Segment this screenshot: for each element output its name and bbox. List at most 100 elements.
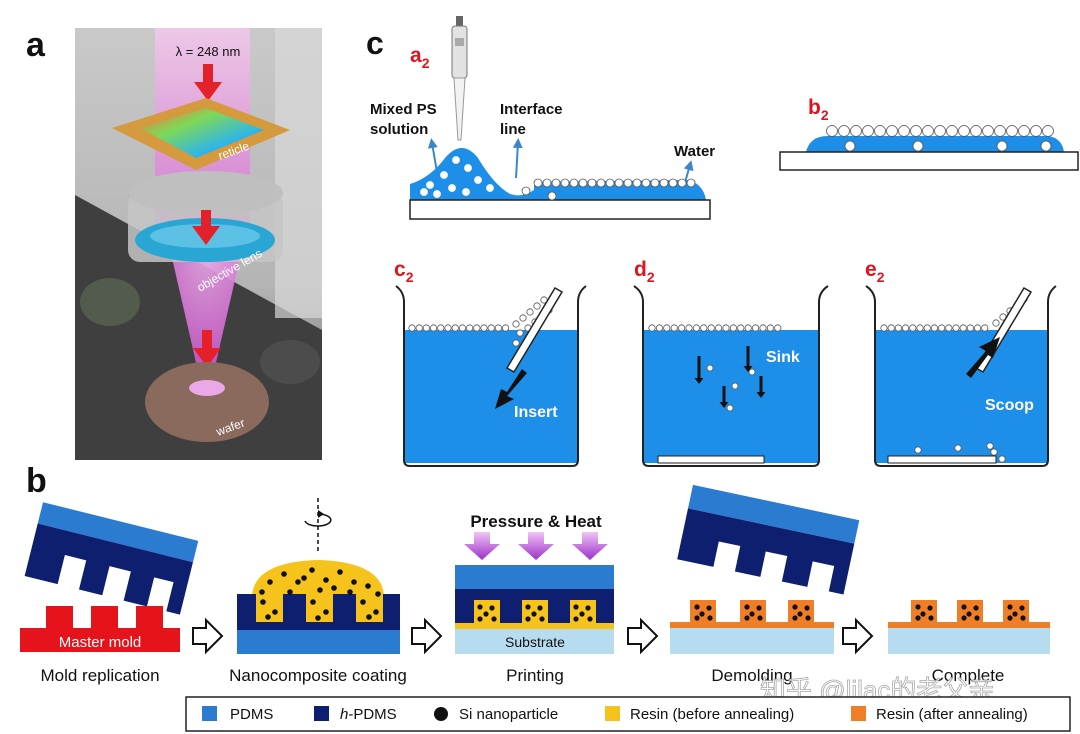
subpanel-a2: a2 Mixed PS solution Interface line Wate… xyxy=(370,16,715,220)
step-printing: Pressure & Heat Substrate Printing xyxy=(455,512,614,685)
line-label: line xyxy=(500,121,526,138)
ps-particle xyxy=(458,324,466,332)
ps-particle xyxy=(737,324,745,332)
ps-particle xyxy=(686,178,696,188)
ps-particle xyxy=(748,368,756,376)
process-arrow-1-icon xyxy=(192,617,224,655)
ps-particle xyxy=(429,324,438,332)
ps-particle xyxy=(451,324,459,332)
ps-particle xyxy=(994,125,1006,137)
ps-particle xyxy=(415,324,423,332)
ps-particle xyxy=(722,324,730,332)
ps-particle xyxy=(909,324,917,332)
complete-substrate xyxy=(888,628,1050,654)
b2-particles xyxy=(826,125,1054,152)
ps-particle xyxy=(973,324,982,332)
scoop-arrow-icon xyxy=(966,337,1000,378)
ps-particle xyxy=(744,324,752,332)
ps-particle xyxy=(826,125,838,137)
red-arrow-2-icon xyxy=(192,210,220,245)
a2-particles xyxy=(420,156,696,201)
si-nanoparticle xyxy=(757,615,763,621)
legend-label-si: Si nanoparticle xyxy=(459,706,558,723)
step-label-1: Mold replication xyxy=(40,666,159,685)
ps-particle xyxy=(437,324,445,332)
ps-particle xyxy=(844,140,856,152)
ps-particle xyxy=(547,191,557,201)
b2-substrate xyxy=(779,151,1079,171)
si-nanoparticle xyxy=(749,611,755,617)
si-nanoparticle xyxy=(323,577,329,583)
pressure-arrow-2-icon xyxy=(518,532,554,560)
ps-particle xyxy=(910,125,922,137)
ps-particle xyxy=(422,324,430,332)
ps-particle xyxy=(887,324,895,332)
demold-substrate xyxy=(670,628,834,654)
si-nanoparticle xyxy=(315,615,321,621)
ps-particle xyxy=(1042,125,1054,137)
legend-swatch-resin-before xyxy=(605,706,620,721)
coating-pdms xyxy=(237,630,400,654)
demold-pdms xyxy=(688,484,860,544)
e2-label: e2 xyxy=(865,258,885,285)
insert-arrow-icon xyxy=(495,369,527,409)
ps-particle xyxy=(512,320,520,328)
ps-particle xyxy=(850,125,862,137)
pipette-icon xyxy=(451,16,468,141)
sink-arrow-icon xyxy=(719,386,729,408)
si-nanoparticle xyxy=(272,609,278,615)
resin-dome xyxy=(252,560,384,598)
step-label-2: Nanocomposite coating xyxy=(229,666,407,685)
step-label-5: Complete xyxy=(932,666,1005,685)
red-arrow-1-icon xyxy=(194,64,222,101)
a2-label: a2 xyxy=(410,44,430,71)
ps-particle xyxy=(448,184,456,192)
pressure-arrow-1-icon xyxy=(464,532,500,560)
si-nanoparticle xyxy=(744,615,750,621)
ps-particle xyxy=(578,178,588,188)
ps-particle xyxy=(996,140,1008,152)
printing-pdms xyxy=(455,565,614,589)
e2-beaker xyxy=(865,285,1057,467)
ps-particle xyxy=(670,324,678,332)
ps-particle xyxy=(465,324,474,332)
pressure-arrow-3-icon xyxy=(572,532,608,560)
ps-particle xyxy=(480,324,488,332)
si-nanoparticle xyxy=(365,583,371,589)
subpanel-b2: b2 xyxy=(779,96,1079,171)
si-nanoparticle xyxy=(804,605,810,611)
pressure-heat-label: Pressure & Heat xyxy=(470,512,602,531)
ps-particle xyxy=(759,324,767,332)
demold-resin-film xyxy=(670,622,834,628)
ps-particle xyxy=(751,324,760,332)
si-nanoparticle xyxy=(974,615,980,621)
subpanel-c2: c2 Insert xyxy=(394,258,587,467)
ps-particle xyxy=(934,125,946,137)
ps-particle xyxy=(452,156,460,164)
si-nanoparticle xyxy=(491,616,497,622)
si-nanoparticle xyxy=(915,615,921,621)
ps-particle xyxy=(916,324,924,332)
wafer-spot xyxy=(189,380,225,396)
ps-particle xyxy=(663,324,671,332)
ps-particle xyxy=(886,125,898,137)
si-nanoparticle xyxy=(331,585,337,591)
ps-particle xyxy=(641,178,651,188)
side-wafer-2 xyxy=(260,340,320,384)
ps-particle xyxy=(1030,125,1042,137)
panel-a: λ = 248 nm reticle objective lens wafer xyxy=(75,28,322,460)
ps-particle xyxy=(614,178,624,188)
ps-particle xyxy=(596,178,606,188)
si-nanoparticle xyxy=(1007,604,1013,610)
d2-substrate xyxy=(657,455,765,464)
si-nanoparticle xyxy=(259,589,265,595)
legend: PDMS h-PDMS Si nanoparticle Resin (befor… xyxy=(185,696,1071,732)
ps-particle xyxy=(677,178,687,188)
wavelength-label: λ = 248 nm xyxy=(176,44,241,59)
ps-particle xyxy=(838,125,850,137)
si-nanoparticle xyxy=(287,589,293,595)
ps-particle xyxy=(700,324,708,332)
subpanel-e2: e2 Scoop xyxy=(865,258,1057,467)
si-nanoparticle xyxy=(260,599,266,605)
ps-particle xyxy=(587,178,597,188)
